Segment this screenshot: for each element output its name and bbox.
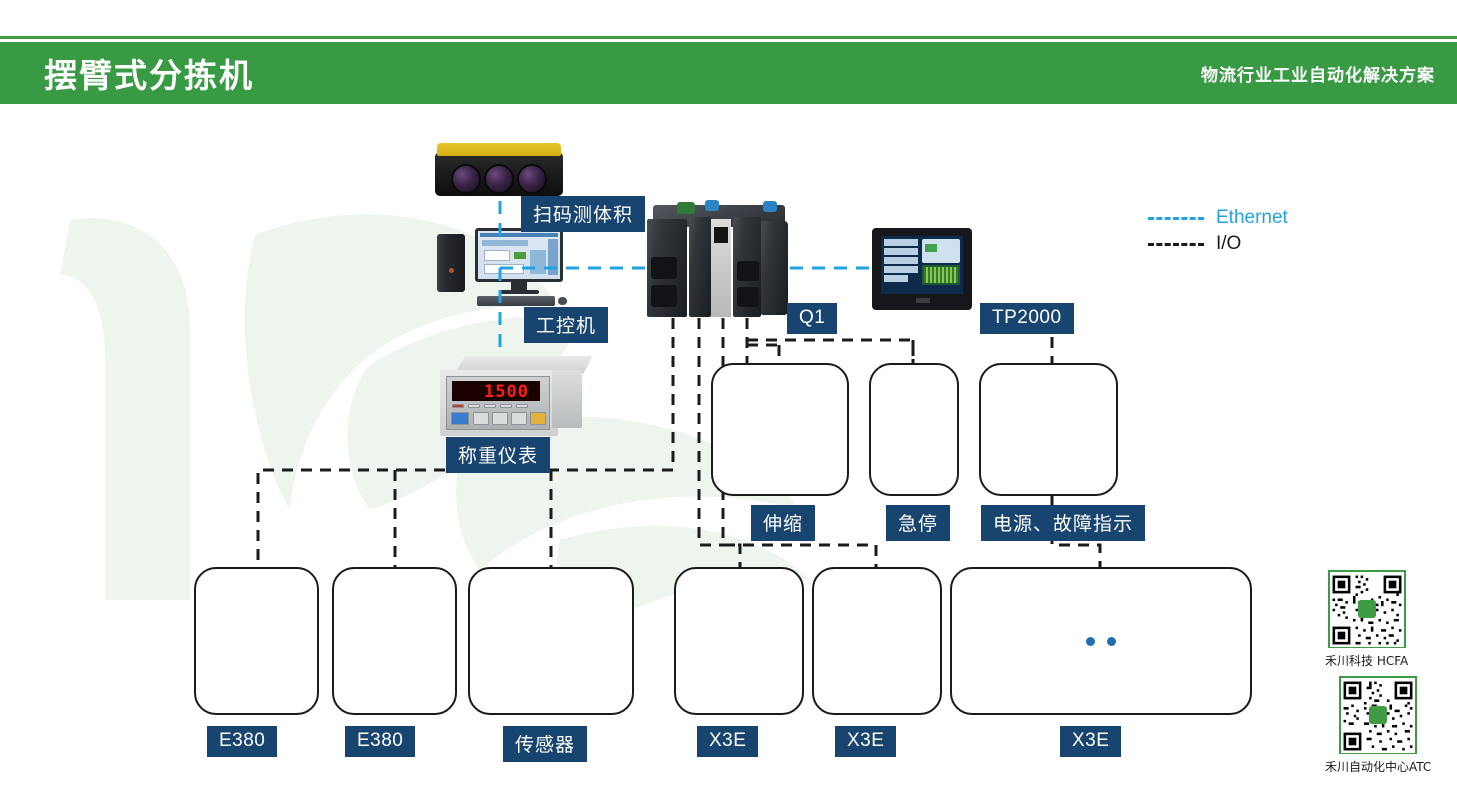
legend-item-ethernet: Ethernet [1148,205,1288,231]
device-box-estop [869,363,959,496]
qr-center-logo [1369,706,1388,724]
io-dash-swatch [1148,242,1204,246]
label-hmi: TP2000 [980,303,1074,334]
qr-code-hcfa[interactable]: 禾川科技 HCFA [1325,570,1408,669]
industrial-pc-icon [437,228,567,308]
label-servo2: X3E [835,726,897,757]
label-indicator: 电源、故障指示 [981,505,1146,541]
qr-code-image-hcfa [1327,570,1406,648]
page-header: 摆臂式分拣机 物流行业工业自动化解决方案 [0,42,1457,104]
label-extend: 伸缩 [751,505,816,541]
scale-display-value: 1500 [484,382,529,402]
plc-controller-icon [645,200,790,320]
label-vfd2: E380 [345,726,416,757]
device-box-servo1 [674,567,804,715]
label-scale: 称重仪表 [446,437,551,473]
qr-code-atc[interactable]: 禾川自动化中心ATC [1325,676,1431,775]
header-top-rule [0,36,1457,39]
legend-label-ethernet: Ethernet [1216,207,1288,228]
hmi-panel-icon [872,228,972,310]
weighing-indicator-icon: 1500 [440,356,593,441]
3d-vision-scanner-icon [435,140,563,202]
device-box-vfd2 [332,567,457,715]
io-links [256,318,1102,567]
qr-caption-atc: 禾川自动化中心ATC [1325,760,1432,774]
page-subtitle: 物流行业工业自动化解决方案 [1201,65,1435,86]
label-vfd1: E380 [207,726,278,757]
page-title: 摆臂式分拣机 [44,56,254,95]
device-box-indicator [979,363,1118,496]
label-servo-group: X3E [1060,726,1122,757]
qr-center-logo [1357,600,1376,618]
qr-code-image-atc [1339,676,1418,754]
label-servo1: X3E [697,726,759,757]
label-estop: 急停 [886,505,951,541]
label-sensor: 传感器 [503,726,588,762]
label-plc: Q1 [787,303,838,334]
qr-caption-hcfa: 禾川科技 HCFA [1325,654,1409,668]
legend: Ethernet I/O [1148,205,1288,257]
device-box-servo-group [950,567,1252,715]
servo-group-ellipsis [1086,637,1116,646]
device-box-extend [711,363,849,496]
ethernet-dash-swatch [1148,216,1204,220]
legend-label-io: I/O [1216,233,1242,254]
label-scanner: 扫码测体积 [521,196,646,232]
device-box-servo2 [812,567,942,715]
legend-item-io: I/O [1148,231,1288,257]
label-ipc: 工控机 [524,307,609,343]
device-box-sensor [468,567,634,715]
device-box-vfd1 [194,567,319,715]
